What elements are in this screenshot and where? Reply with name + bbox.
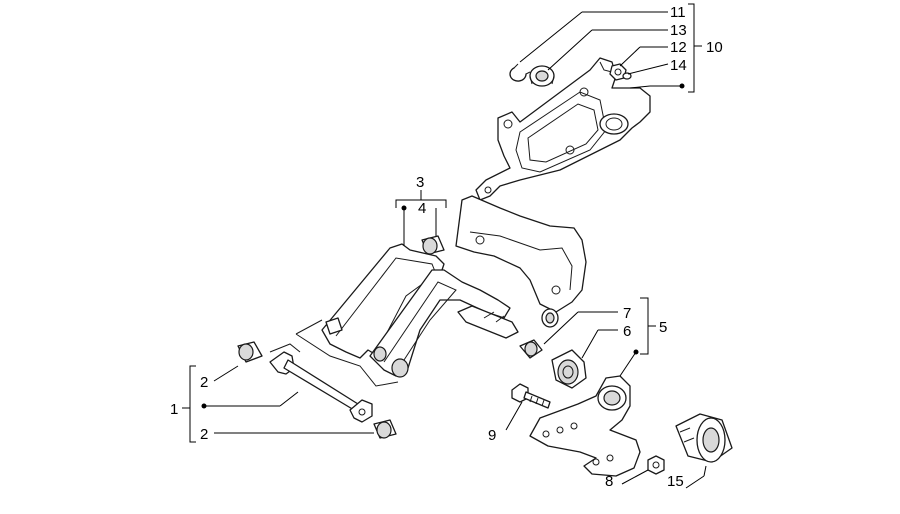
- swingarm-mount: [455, 195, 587, 313]
- group-dot-5: [633, 349, 639, 355]
- bolt-9: [511, 383, 551, 409]
- callout-8: 8: [605, 473, 613, 490]
- mount-bracket-5: [529, 375, 641, 477]
- callout-9: 9: [488, 427, 496, 444]
- group-dot-3: [401, 205, 407, 211]
- callout-2-lower: 2: [200, 426, 208, 443]
- callout-13: 13: [670, 22, 687, 39]
- swing-linkage: [321, 243, 559, 378]
- callout-3: 3: [416, 174, 424, 191]
- bushing-2-upper: [237, 341, 263, 363]
- callout-5: 5: [659, 319, 667, 336]
- callout-7: 7: [623, 305, 631, 322]
- callout-10: 10: [706, 39, 723, 56]
- pivot-pin-1: [269, 351, 373, 423]
- group-dot-10: [679, 83, 685, 89]
- callout-2-upper: 2: [200, 374, 208, 391]
- callout-12: 12: [670, 39, 687, 56]
- leader-lines: [206, 11, 707, 489]
- circlip-11: [509, 63, 531, 82]
- bearing-13: [529, 65, 555, 87]
- silent-block-15: [675, 413, 733, 463]
- frame-outline: [269, 319, 399, 387]
- callout-1: 1: [170, 401, 178, 418]
- callout-4: 4: [418, 200, 426, 217]
- engine-mount-bracket: [475, 57, 651, 201]
- nut-8: [647, 455, 665, 475]
- washer-14: [622, 72, 632, 80]
- bushing-2-lower: [373, 419, 397, 439]
- callout-14: 14: [670, 57, 687, 74]
- callout-6: 6: [623, 323, 631, 340]
- silent-block-6: [551, 349, 587, 389]
- callout-11: 11: [670, 4, 686, 21]
- spacer-7: [457, 305, 543, 359]
- callout-15: 15: [667, 473, 684, 490]
- group-brackets: [182, 3, 702, 443]
- group-dot-1: [201, 403, 207, 409]
- callout-labels: 11 13 12 14 10 3 4 7 6 5 9 8 15 1 2 2: [170, 4, 723, 490]
- bushing-4: [421, 235, 445, 255]
